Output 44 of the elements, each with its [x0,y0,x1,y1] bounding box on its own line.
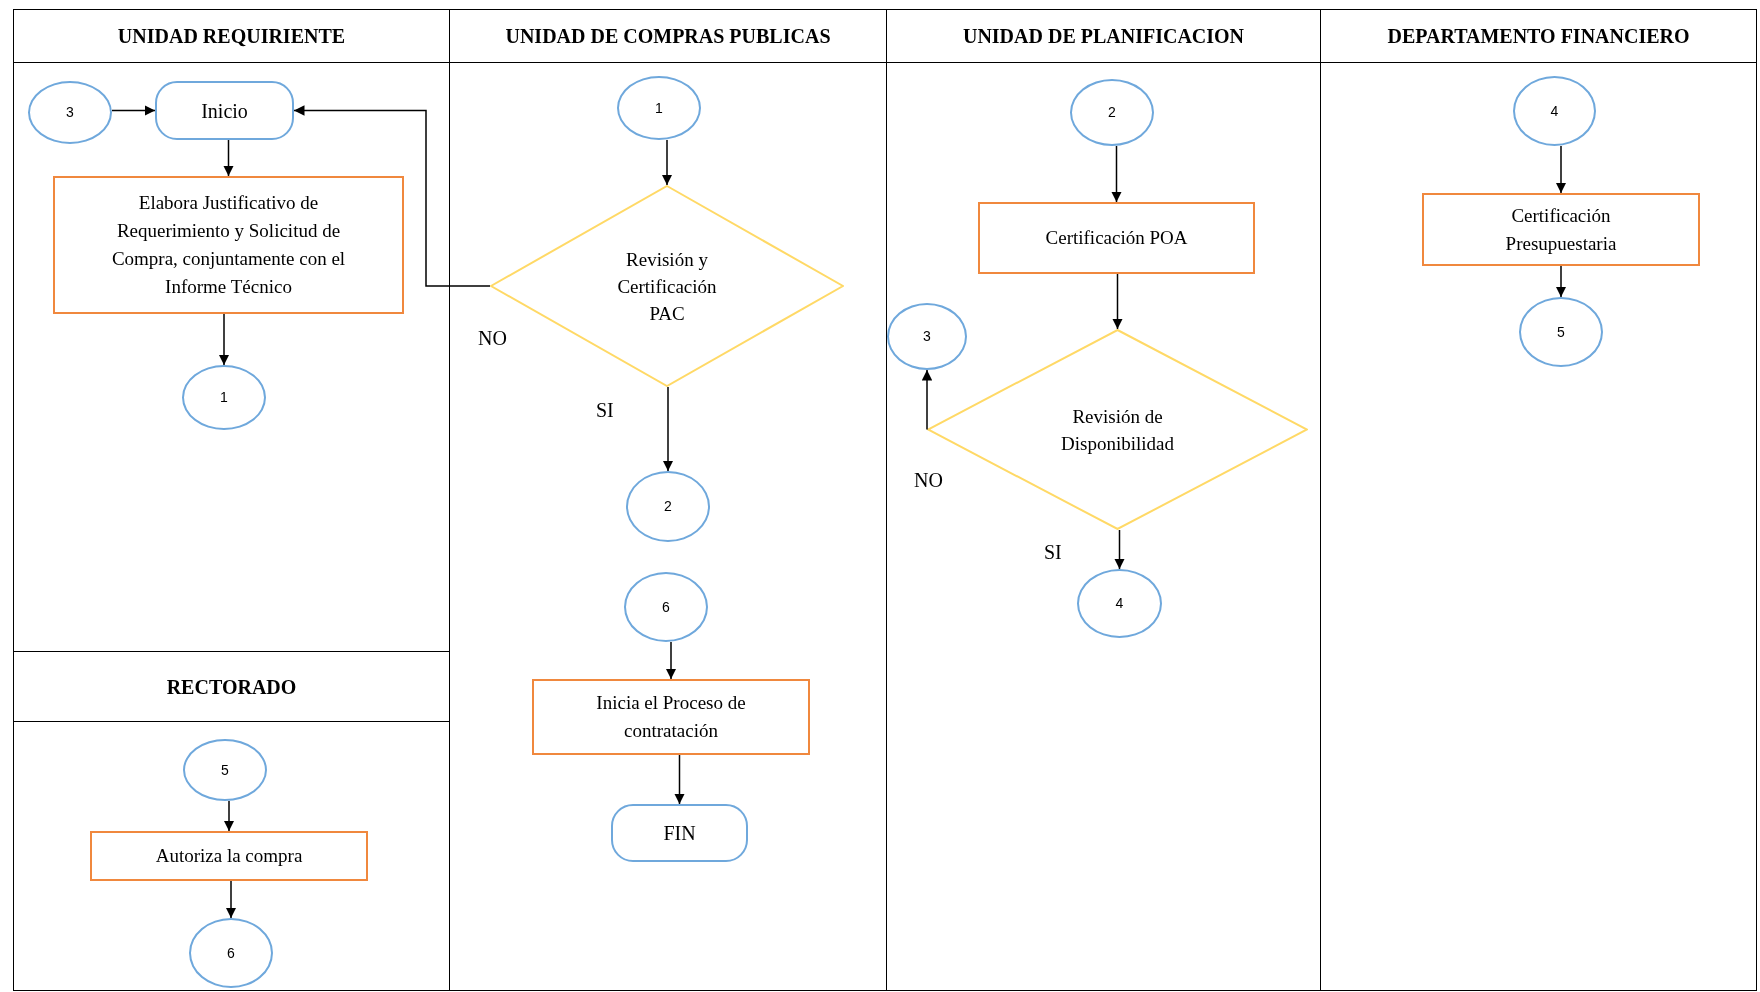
arrow [661,139,673,186]
process-box: Certificación Presupuestaria [1422,193,1700,266]
swimlane [13,651,450,991]
connector-circle: 4 [1077,569,1162,638]
terminal-shape: FIN [611,804,748,862]
connector-circle: 6 [189,918,273,988]
arrow [1114,529,1125,570]
connector-circle: 2 [1070,79,1154,146]
arrow [223,139,234,177]
swimlane [1320,9,1757,991]
connector-circle: 1 [617,76,701,140]
decision-text: Revisión y Certificación PAC [616,247,718,326]
arrow [293,105,491,287]
decision-text: Revisión de Disponibilidad [1060,404,1175,456]
arrow [1111,145,1122,203]
arrow [662,386,674,472]
connector-circle: 6 [624,572,708,642]
connector-circle: 2 [626,471,710,542]
arrow [1555,145,1567,194]
connector-circle: 4 [1513,76,1596,146]
lane-header: RECTORADO [14,652,449,722]
terminal-shape: Inicio [155,81,294,140]
connector-circle: 5 [1519,297,1603,367]
arrow [1112,273,1123,330]
process-box: Inicia el Proceso de contratación [532,679,810,755]
connector-circle: 1 [182,365,266,430]
arrow [225,880,237,919]
lane-header: DEPARTAMENTO FINANCIERO [1321,10,1756,63]
connector-circle: 3 [887,303,967,370]
arrow [111,105,156,116]
arrow [218,313,230,366]
process-box: Certificación POA [978,202,1255,274]
arrow [1555,265,1567,298]
swimlane [449,9,887,991]
swimlane [13,9,450,652]
arrow [921,369,933,431]
arrow [223,800,235,832]
swimlane [886,9,1321,991]
process-box: Elabora Justificativo de Requerimiento y Solicitud de Compra, conjuntamente con el Informe Técnico [53,176,404,314]
connector-circle: 3 [28,81,112,144]
arrow [674,754,685,805]
arrow [665,641,677,680]
process-box: Autoriza la compra [90,831,368,881]
connector-circle: 5 [183,739,267,801]
